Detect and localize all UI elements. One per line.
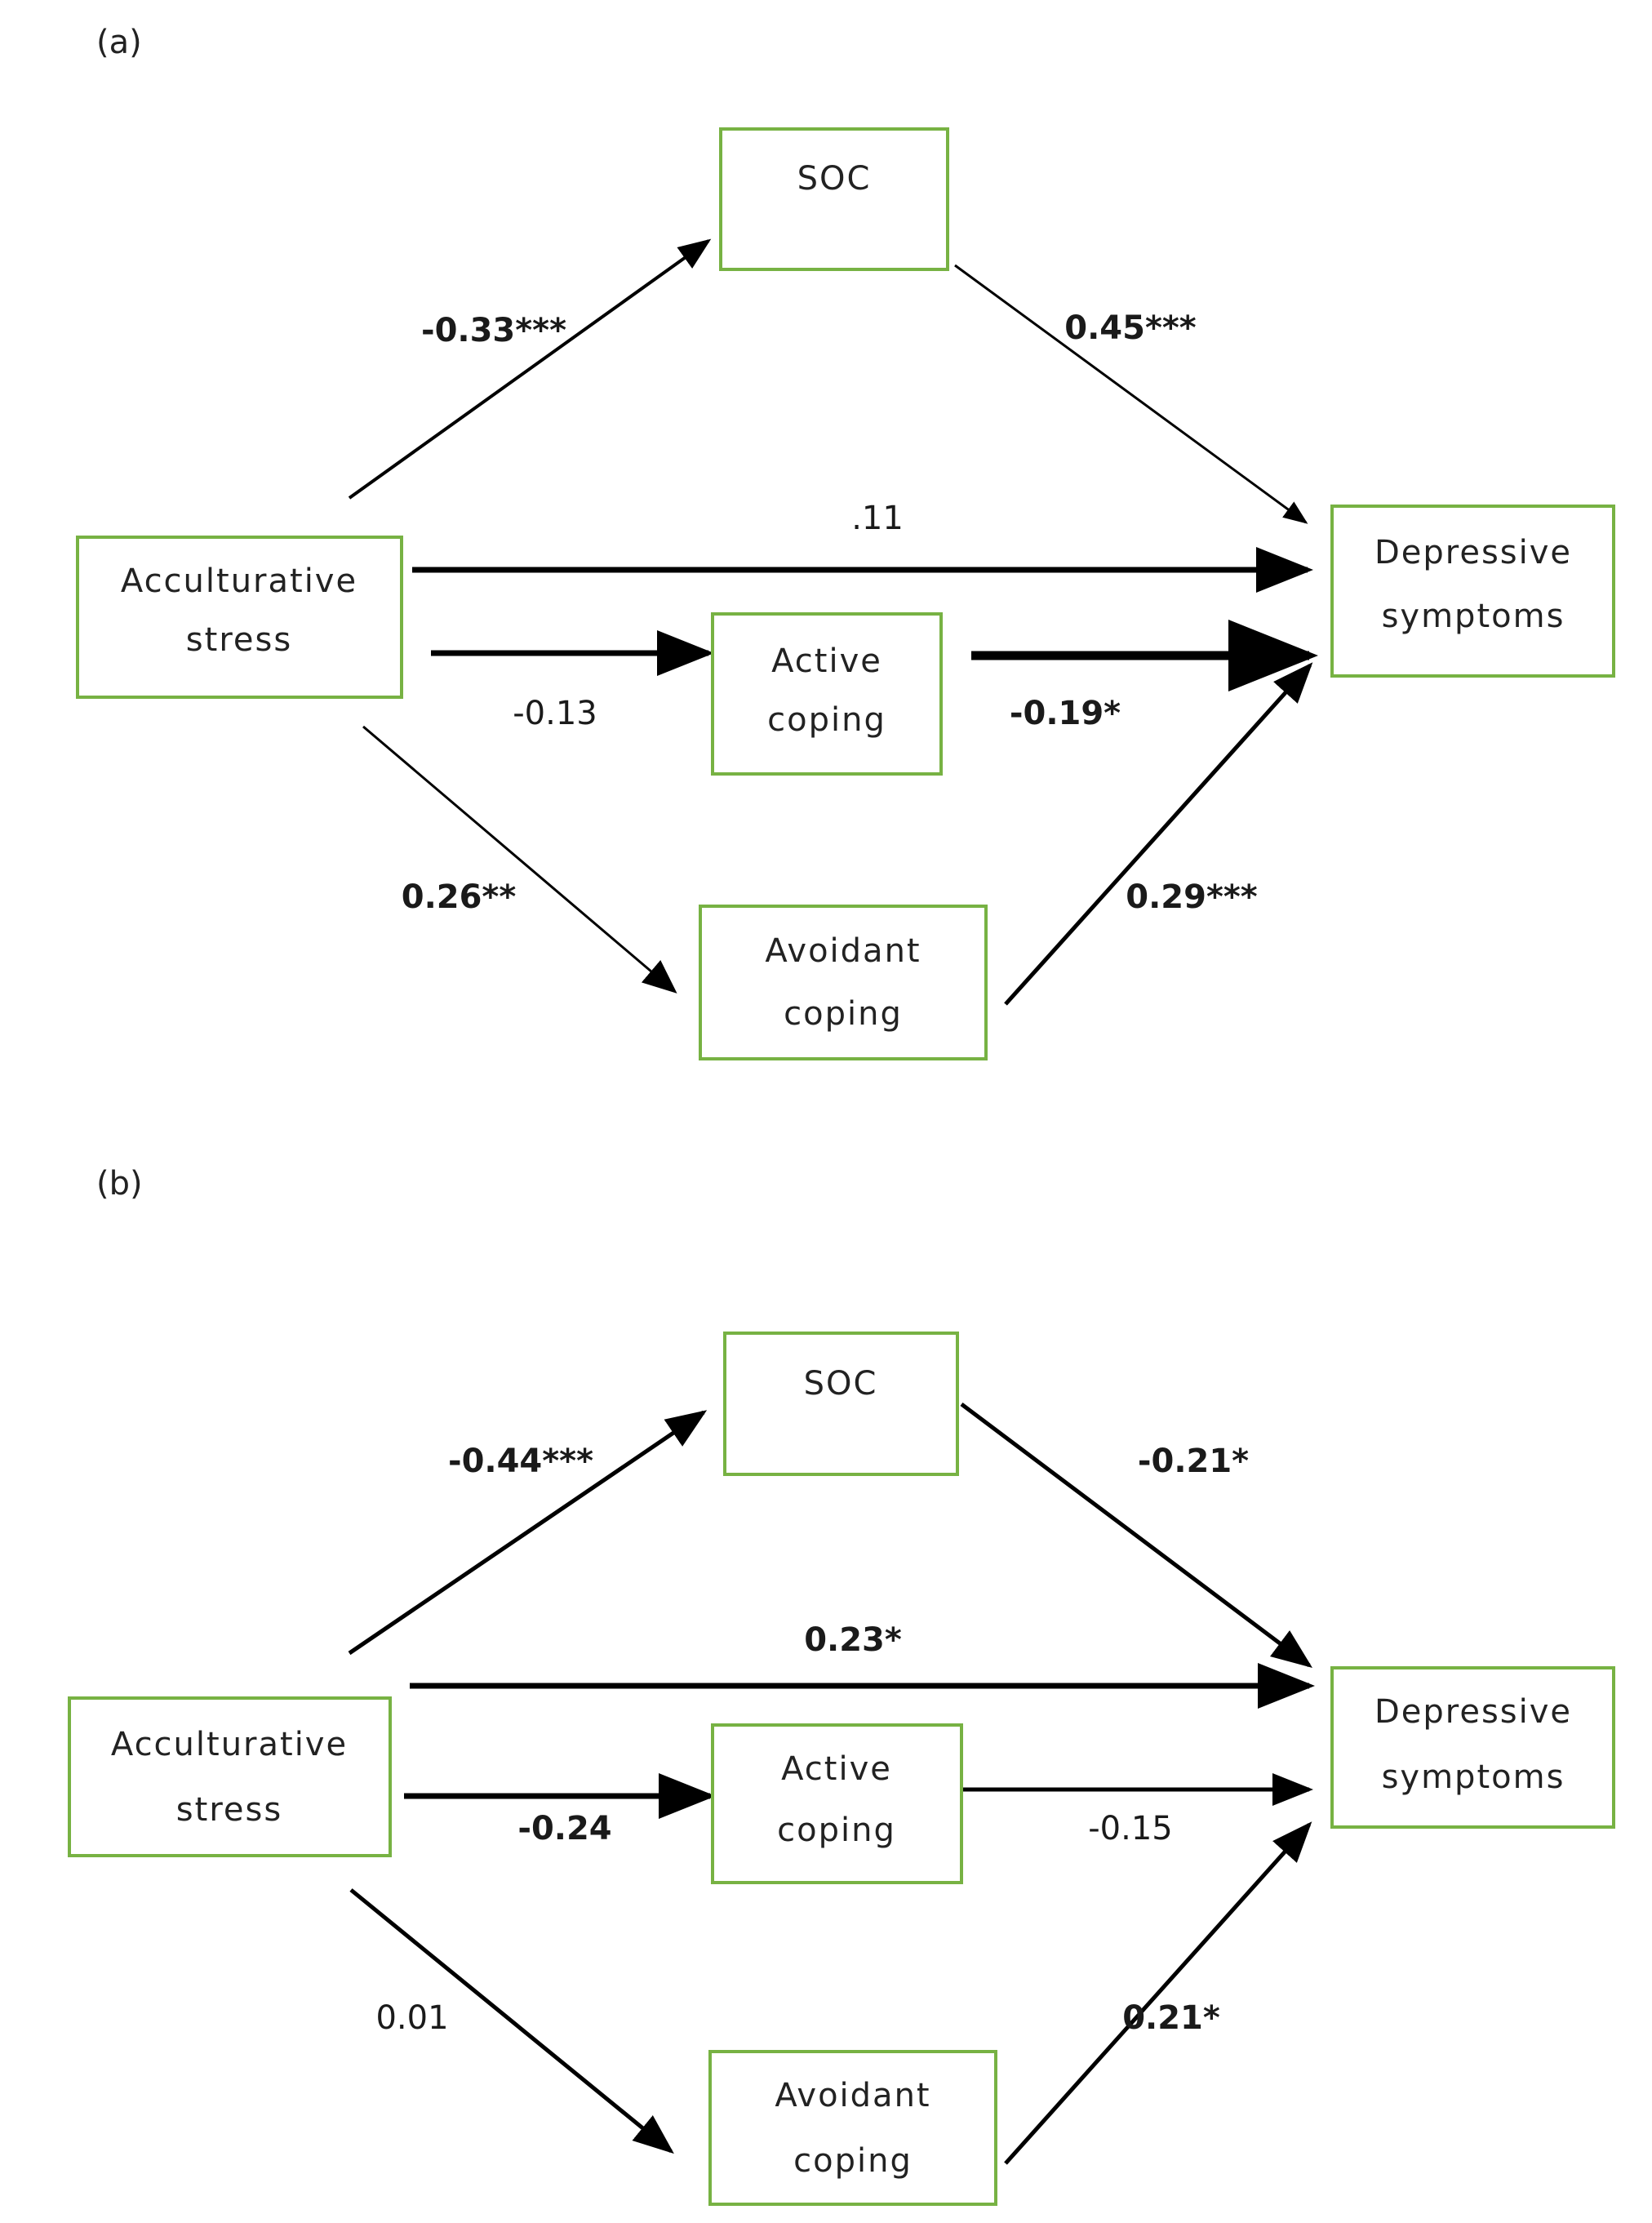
panel-a-label: (a) [96,24,142,61]
node-label-line1: Active [771,642,882,680]
coef-a-stress-to-soc: -0.33*** [421,312,566,349]
node-label-line1: Depressive [1374,534,1572,571]
arrow-a-stress-to-soc [348,238,712,500]
arrow-a-stress-to-avoidant [362,725,677,994]
node-a-avoidant-coping: Avoidant coping [699,905,988,1060]
coef-a-stress-to-depressive: .11 [851,500,904,537]
arrow-a-soc-to-depressive [954,264,1308,524]
arrow-a-avoidant-to-depressive [1004,662,1313,1006]
node-label-line2: symptoms [1382,1758,1565,1796]
node-a-active-coping: Active coping [711,612,943,776]
coef-a-stress-to-avoidant: 0.26** [402,878,517,916]
coef-a-active-to-depressive: -0.19* [1010,695,1121,732]
arrow-b-avoidant-to-depressive [1004,1821,1312,2165]
node-b-active-coping: Active coping [711,1723,963,1884]
node-b-soc: SOC [723,1332,959,1476]
node-label-line1: Active [781,1750,892,1788]
coef-b-active-to-depressive: -0.15 [1088,1810,1173,1847]
node-label-line2: coping [777,1812,896,1849]
coef-a-stress-to-active: -0.13 [513,695,597,732]
node-b-depressive-symptoms: Depressive symptoms [1330,1666,1615,1829]
panel-a: (a) Acculturative stress SOC Active copi… [76,24,1615,1060]
node-label-line1: Depressive [1374,1693,1572,1731]
node-label-line1: Avoidant [775,2077,930,2114]
node-label-line2: symptoms [1382,598,1565,635]
arrow-b-stress-to-soc [348,1410,708,1656]
node-label-line1: Acculturative [111,1726,348,1763]
coef-b-stress-to-avoidant: 0.01 [375,1999,448,2037]
node-b-acculturative-stress: Acculturative stress [68,1696,392,1857]
node-label-line1: SOC [797,160,872,198]
node-a-depressive-symptoms: Depressive symptoms [1330,505,1615,678]
node-label-line2: coping [784,995,903,1033]
node-label-line1: Avoidant [765,932,921,970]
node-b-avoidant-coping: Avoidant coping [708,2050,997,2206]
node-label-line1: Acculturative [121,562,357,600]
coef-a-soc-to-depressive: 0.45*** [1064,309,1197,347]
panel-b: (b) Acculturative stress SOC Active copi… [68,1165,1615,2206]
node-label-line2: coping [767,701,886,739]
node-label-line2: stress [176,1791,282,1829]
coef-a-avoidant-to-depressive: 0.29*** [1126,878,1258,916]
panel-b-label: (b) [96,1165,143,1203]
arrow-b-stress-to-avoidant [349,1888,674,2154]
coef-b-stress-to-active: -0.24 [517,1810,611,1847]
coef-b-stress-to-depressive: 0.23* [804,1621,902,1659]
node-label-line2: coping [793,2142,913,2180]
node-a-soc: SOC [719,127,949,271]
node-label-line1: SOC [804,1365,878,1403]
coef-b-avoidant-to-depressive: 0.21* [1122,1999,1220,2037]
coef-b-soc-to-depressive: -0.21* [1138,1443,1249,1480]
node-a-acculturative-stress: Acculturative stress [76,536,403,699]
arrow-b-soc-to-depressive [960,1403,1312,1669]
coef-b-stress-to-soc: -0.44*** [448,1443,593,1480]
node-label-line2: stress [186,621,292,659]
